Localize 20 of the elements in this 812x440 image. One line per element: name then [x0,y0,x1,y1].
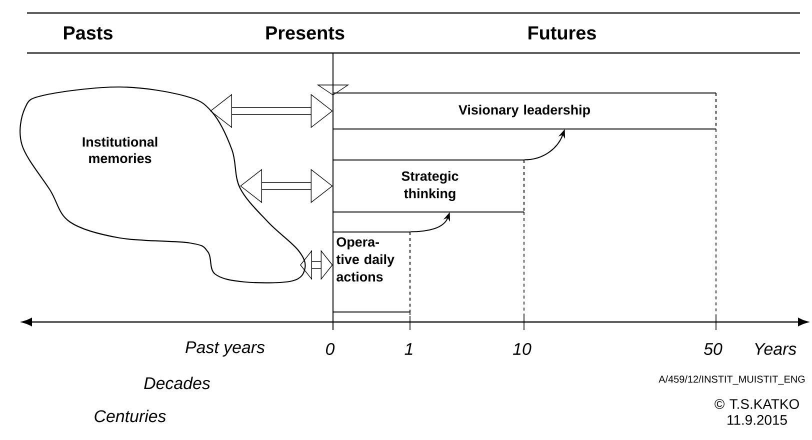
drawing-code: A/459/12/INSTIT_MUISTIT_ENG [658,375,805,385]
time-bar: Opera- tive daily actions [332,232,410,312]
tick-label: 10 [513,343,532,355]
copyright-note: © T.S.KATKO 11.9.2015 [714,399,799,425]
axis-label: Past years [186,341,265,357]
time-bar: Visionary leadership [332,92,716,130]
double-arrow [300,250,333,280]
header-label: Presents [266,26,344,40]
axis-label: Years [755,343,796,355]
tick-label: 50 [704,343,722,355]
memory-cloud: Institutional memories [20,86,306,284]
tick-label: 0 [326,343,335,355]
double-arrow [210,94,333,128]
tick-label: 1 [404,343,412,355]
double-arrow [240,168,333,204]
header-label: Pasts [64,26,112,40]
time-bar: Strategic thinking [332,160,524,212]
axis-label: Decades [144,376,210,390]
header-label: Futures [528,26,596,40]
axis-label: Centuries [94,410,166,422]
